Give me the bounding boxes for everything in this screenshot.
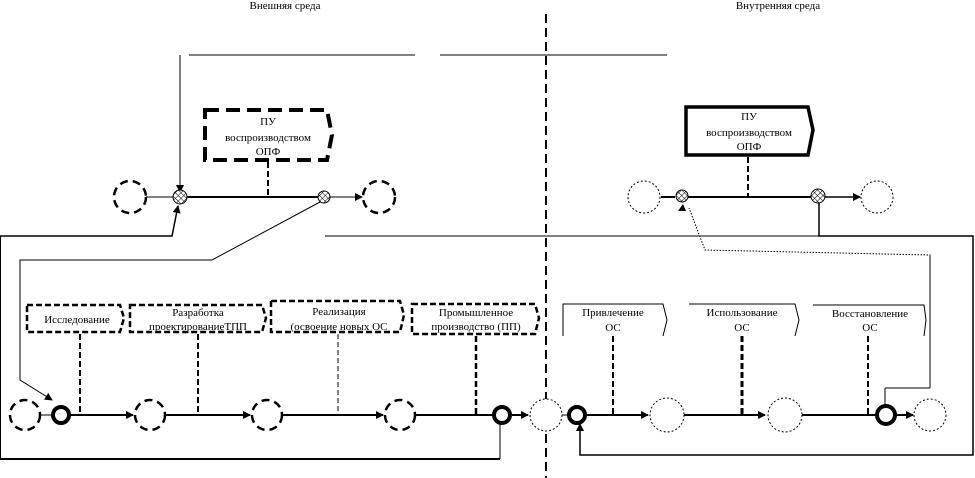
external-event-3	[383, 398, 417, 432]
internal-control-unit-shape	[684, 105, 815, 157]
internal-control-unit-line1: ПУ	[741, 111, 757, 123]
external-upper-end-event	[361, 179, 397, 215]
feedback-connectors	[0, 201, 974, 460]
internal-environment-label: Внутренняя среда	[736, 0, 820, 12]
function-restoration: Восстановление ОС	[813, 304, 927, 337]
external-control-unit: ПУ воспроизводством ОПФ	[203, 108, 335, 197]
function-acquisition-label-1: Привлечение	[582, 307, 644, 319]
external-xor-connector-2-icon	[317, 190, 331, 204]
loop-arrow-icon	[576, 423, 584, 431]
top-feedback-lines	[176, 54, 667, 193]
function-implementation-label-2: (освоение новых ОС	[291, 321, 388, 333]
function-research-label: Исследование	[44, 314, 110, 326]
external-control-unit-line3: ОПФ	[256, 146, 281, 158]
function-acquisition-label-2: ОС	[605, 322, 620, 334]
function-restoration-label-1: Восстановление	[832, 308, 908, 320]
internal-xor-entry-connector-icon	[567, 405, 587, 425]
internal-control-unit: ПУ воспроизводством ОПФ	[684, 105, 815, 196]
function-industrial-production: Промышленное производство (ПП)	[410, 302, 541, 336]
internal-xor-exit-connector-icon	[875, 404, 897, 426]
internal-bottom-flow	[562, 336, 947, 433]
function-usage: Использование ОС	[689, 303, 800, 337]
internal-control-unit-line2: воспроизводством	[706, 127, 792, 139]
function-development-label-1: Разработка	[172, 307, 224, 319]
internal-end-event	[913, 398, 947, 432]
internal-xor-connector-1-icon	[675, 189, 689, 203]
external-environment-label: Внешняя среда	[250, 0, 321, 12]
function-development: Разработка проектированиеТПП	[128, 303, 268, 334]
function-implementation-label-1: Реализация	[312, 306, 365, 318]
external-bottom-flow	[8, 334, 563, 432]
external-event-1	[133, 398, 167, 432]
internal-upper-flow	[627, 180, 894, 214]
function-research: Исследование	[25, 303, 126, 334]
function-implementation: Реализация (освоение новых ОС	[269, 299, 406, 334]
internal-control-unit-line3: ОПФ	[737, 141, 762, 153]
function-usage-label-2: ОС	[734, 322, 749, 334]
internal-functions: Привлечение ОС Использование ОС Восстано…	[562, 303, 927, 337]
external-functions: Исследование Разработка проектированиеТП…	[25, 299, 541, 336]
external-control-unit-shape	[203, 108, 335, 162]
external-and-connector-icon	[51, 405, 71, 425]
function-usage-label-1: Использование	[707, 307, 778, 319]
external-xor-connector-1-icon	[172, 189, 188, 205]
internal-event-1	[649, 397, 685, 433]
external-control-unit-line1: ПУ	[260, 116, 276, 128]
internal-xor-connector-2-icon	[810, 188, 826, 204]
function-restoration-label-2: ОС	[862, 322, 877, 334]
external-xor-exit-connector-icon	[492, 405, 512, 425]
external-start-event	[8, 398, 42, 432]
external-control-unit-line2: воспроизводством	[225, 132, 311, 144]
function-industrial-production-label-2: производство (ПП)	[431, 321, 521, 333]
internal-upper-end-event	[860, 180, 894, 214]
function-acquisition: Привлечение ОС	[562, 303, 668, 337]
external-upper-flow	[112, 179, 397, 215]
internal-event-2	[767, 397, 803, 433]
function-development-label-2: проектированиеТПП	[149, 321, 247, 333]
boundary-event	[529, 398, 563, 432]
internal-upper-start-event	[627, 180, 661, 214]
external-event-2	[250, 398, 284, 432]
external-upper-start-event	[112, 179, 148, 215]
function-industrial-production-label-1: Промышленное	[439, 307, 513, 319]
